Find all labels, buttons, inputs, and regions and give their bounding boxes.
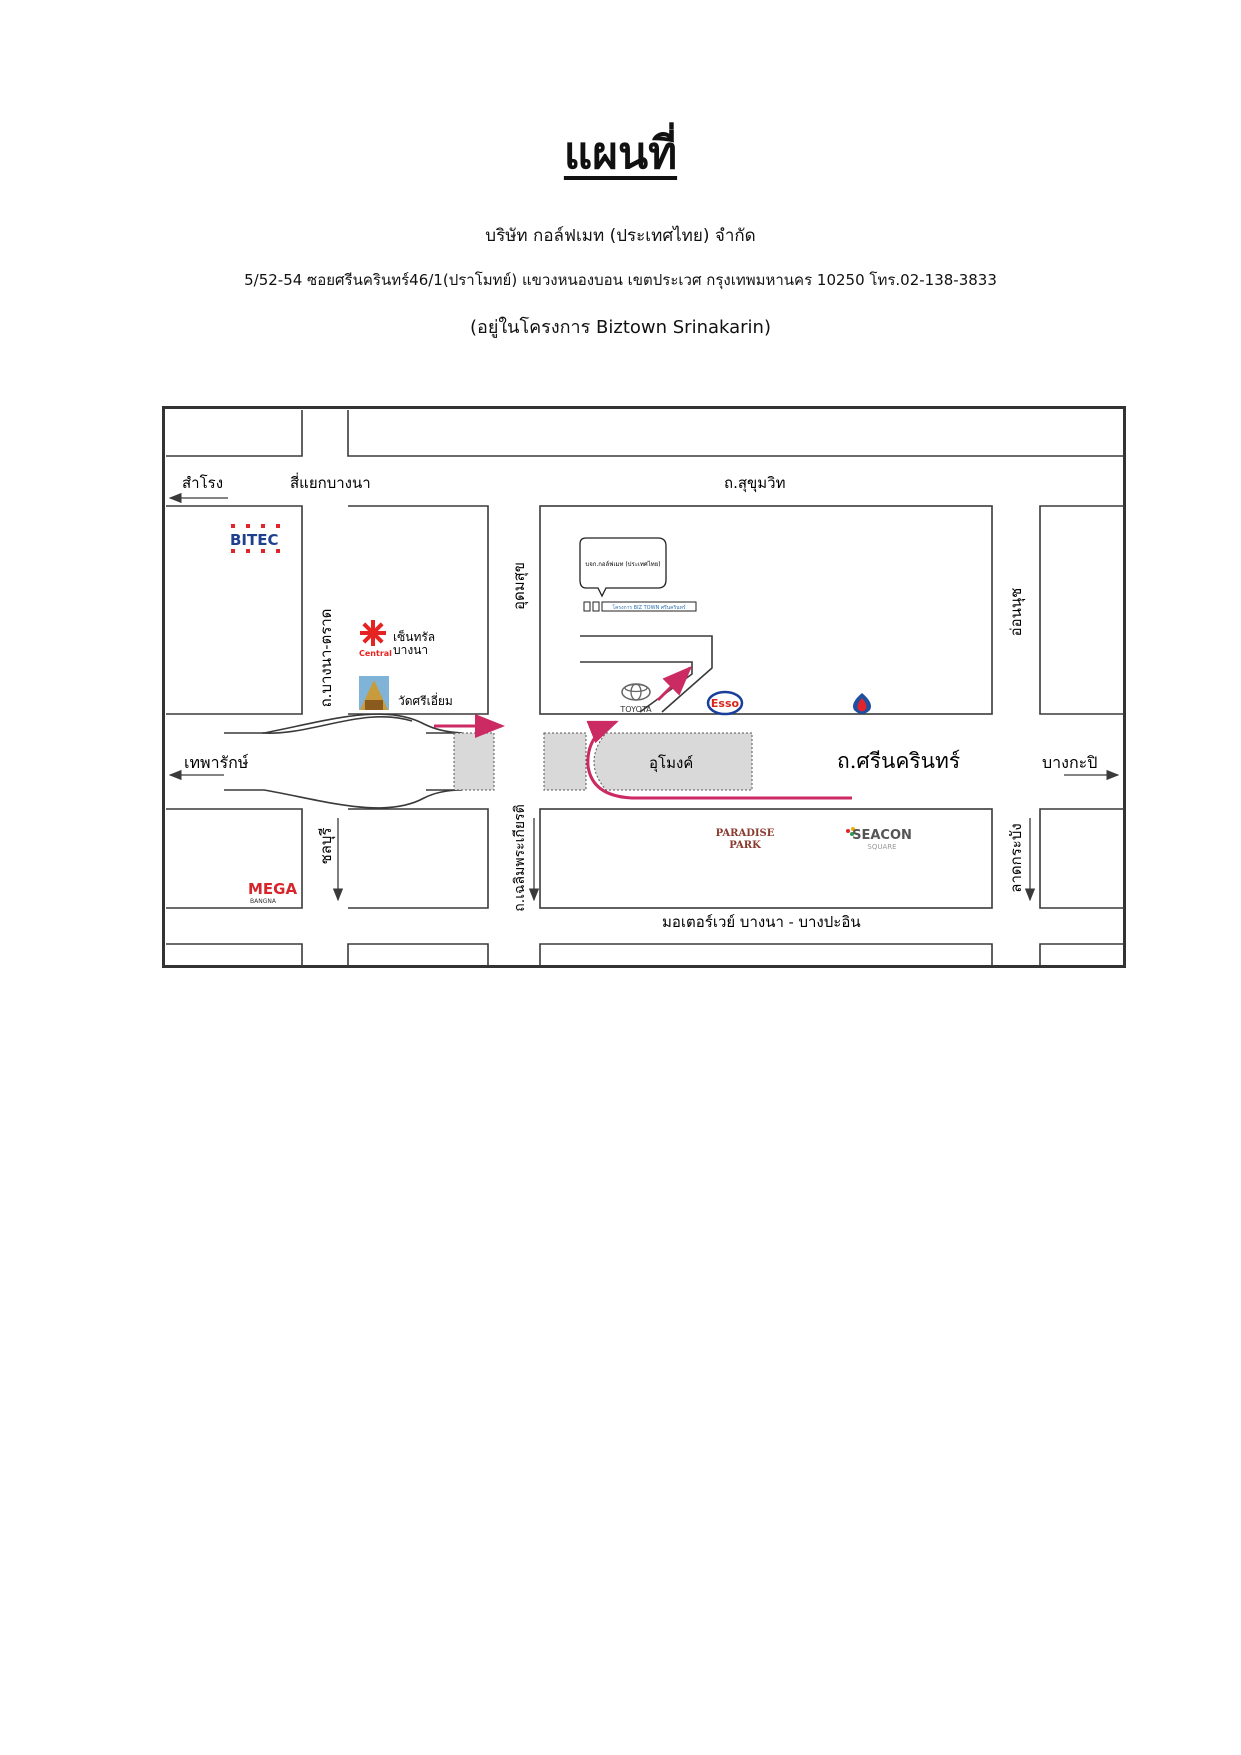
destination-bubble-text: บจก.กอล์ฟเมท (ประเทศไทย) <box>585 560 660 568</box>
toyota-label: TOYOTA <box>619 705 652 714</box>
paradise-park-logo: PARADISE PARK <box>716 828 775 851</box>
location-map: สำโรง สี่แยกบางนา ถ.สุขุมวิท เทพารักษ์ บ… <box>162 406 1126 968</box>
paradise-label-2: PARK <box>729 840 761 851</box>
mega-label-1: MEGA <box>248 880 297 898</box>
route <box>434 665 852 800</box>
dir-samrong-label: สำโรง <box>182 474 223 492</box>
dir-bangna-intersection-label: สี่แยกบางนา <box>290 472 371 492</box>
destination-marker: บจก.กอล์ฟเมท (ประเทศไทย) โครงการ BIZ TOW… <box>579 537 697 612</box>
city-blocks <box>166 410 1124 966</box>
road-chaloem-phrakiat-label: ถ.เฉลิมพระเกียรติ <box>512 804 528 911</box>
road-sukhumvit-label: ถ.สุขุมวิท <box>724 474 785 493</box>
destination-sign-text: โครงการ BIZ TOWN ศรีนครินทร์ <box>612 604 685 611</box>
ptt-logo <box>853 693 871 714</box>
company-name: บริษัท กอล์ฟเมท (ประเทศไทย) จำกัด <box>485 226 756 246</box>
esso-label: Esso <box>711 697 740 710</box>
flyover <box>224 713 463 809</box>
page-title: แผนที่ <box>563 128 678 179</box>
central-label-2: บางนา <box>393 643 428 657</box>
central-label-1: เซ็นทรัล <box>393 629 435 644</box>
mega-label-2: BANGNA <box>250 898 277 905</box>
tunnel-label: อุโมงค์ <box>649 754 693 773</box>
paradise-label-1: PARADISE <box>716 828 775 839</box>
seacon-label-2: SQUARE <box>867 843 896 851</box>
bitec-logo: BITEC <box>230 524 280 553</box>
central-bangna: Central เซ็นทรัล บางนา <box>359 620 435 658</box>
road-chonburi-label: ชลบุรี <box>317 828 336 865</box>
central-logo-text: Central <box>359 649 392 658</box>
wat-label: วัดศรีเอี่ยม <box>398 692 453 708</box>
road-motorway-label: มอเตอร์เวย์ บางนา - บางปะอิน <box>662 913 861 931</box>
road-on-nut-label: อ่อนนุช <box>1007 588 1026 637</box>
company-address: 5/52-54 ซอยศรีนครินทร์46/1(ปราโมทย์) แขว… <box>244 271 997 289</box>
road-srinakarin-label: ถ.ศรีนครินทร์ <box>837 749 960 773</box>
project-name: (อยู่ในโครงการ Biztown Srinakarin) <box>470 317 771 338</box>
wat-sri-iam: วัดศรีเอี่ยม <box>359 676 453 710</box>
bitec-label: BITEC <box>230 531 279 549</box>
dir-theparak-label: เทพารักษ์ <box>184 753 249 772</box>
road-udomsuk-label: อุดมสุข <box>510 562 529 610</box>
road-bangna-trad-label: ถ.บางนา-ตราด <box>317 609 335 708</box>
seacon-square-logo: SEACON SQUARE <box>846 827 912 851</box>
map-canvas: สำโรง สี่แยกบางนา ถ.สุขุมวิท เทพารักษ์ บ… <box>162 406 1126 968</box>
direction-arrows <box>168 492 1120 902</box>
road-lat-krabang-label: ลาดกระบัง <box>1007 823 1025 892</box>
map-frame <box>162 406 1126 968</box>
central-logo-icon <box>360 620 386 646</box>
esso-logo: Esso <box>706 690 744 716</box>
mega-bangna-logo: MEGA BANGNA <box>248 880 297 905</box>
toyota-logo: TOYOTA <box>619 683 652 714</box>
tunnel <box>453 732 753 791</box>
dir-bangkapi-label: บางกะปิ <box>1042 753 1097 772</box>
seacon-label-1: SEACON <box>852 828 912 843</box>
